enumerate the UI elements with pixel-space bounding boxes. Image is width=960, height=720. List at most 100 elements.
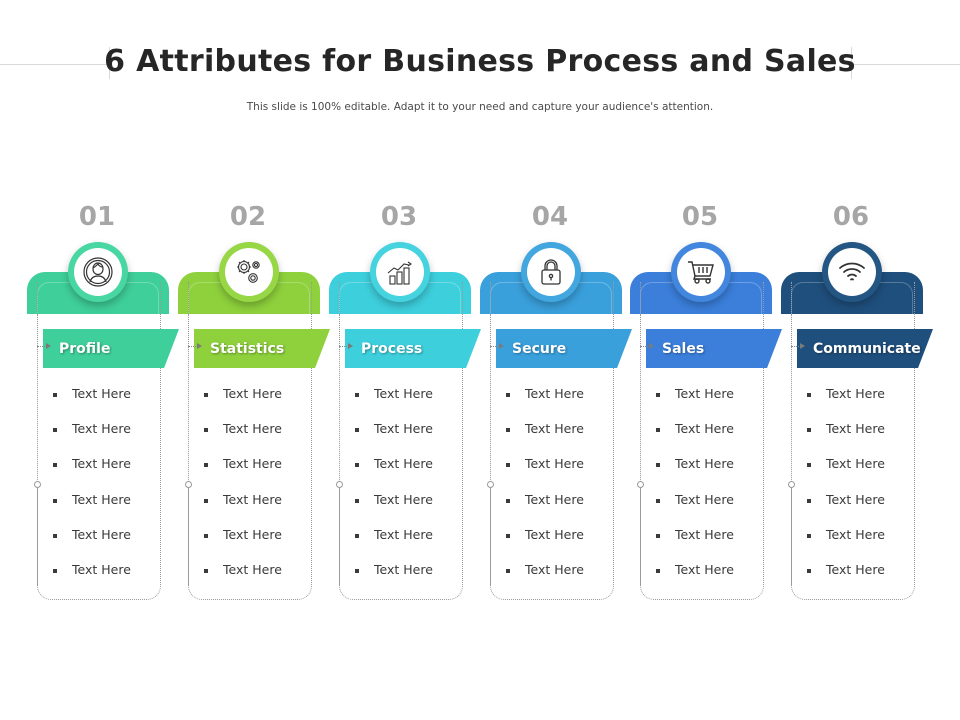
arrow-right-icon [649, 343, 654, 349]
label-banner: Sales [646, 329, 782, 368]
list-item-text: Text Here [374, 561, 433, 577]
bullet-icon [656, 393, 660, 397]
bullet-icon [53, 568, 57, 573]
bullet-icon [807, 533, 811, 538]
card-body-outline [640, 314, 764, 600]
bullet-icon [656, 498, 660, 503]
connector-line-solid [37, 486, 38, 586]
arrow-line [339, 346, 351, 347]
connector-node [185, 481, 192, 488]
bullet-icon [204, 393, 208, 397]
list-item: Text Here [656, 492, 734, 527]
connector-line [763, 282, 764, 314]
list-item: Text Here [506, 527, 584, 562]
list-item-text: Text Here [675, 456, 734, 472]
connector-node [788, 481, 795, 488]
list-item: Text Here [807, 456, 885, 491]
list-item-text: Text Here [223, 561, 282, 577]
list-item-text: Text Here [72, 456, 131, 472]
connector-line-solid [490, 486, 491, 586]
connector-line-solid [791, 486, 792, 586]
padlock-icon [527, 248, 575, 296]
list-item-text: Text Here [675, 526, 734, 542]
card-body-outline [188, 314, 312, 600]
bullet-icon [355, 498, 359, 503]
list-item: Text Here [506, 562, 584, 597]
step-number: 04 [531, 202, 569, 232]
list-item: Text Here [355, 492, 433, 527]
list-item-text: Text Here [72, 491, 131, 507]
growth-chart-icon [376, 248, 424, 296]
bullet-icon [204, 498, 208, 503]
bullet-icon [355, 568, 359, 573]
list-item: Text Here [506, 386, 584, 421]
bullet-icon [506, 428, 510, 433]
list-item-text: Text Here [525, 386, 584, 401]
list-item-text: Text Here [223, 421, 282, 437]
list-item-text: Text Here [525, 421, 584, 437]
bullet-icon [355, 463, 359, 468]
list-item-text: Text Here [374, 456, 433, 472]
list-item-text: Text Here [525, 491, 584, 507]
label-banner: Secure [496, 329, 632, 368]
arrow-line [640, 346, 652, 347]
attribute-label: Process [361, 340, 423, 357]
card-body-outline [490, 314, 614, 600]
list-item: Text Here [204, 421, 282, 456]
bullet-icon [355, 533, 359, 538]
list-item: Text Here [656, 421, 734, 456]
list-item: Text Here [53, 421, 131, 456]
connector-line-solid [188, 486, 189, 586]
bullet-icon [807, 463, 811, 468]
bullet-icon [204, 463, 208, 468]
step-number: 02 [229, 202, 267, 232]
list-item: Text Here [506, 456, 584, 491]
list-item: Text Here [53, 562, 131, 597]
bullet-icon [656, 428, 660, 433]
list-item: Text Here [807, 492, 885, 527]
list-item: Text Here [807, 421, 885, 456]
list-item-text: Text Here [72, 386, 131, 401]
arrow-line [188, 346, 200, 347]
bullet-icon [506, 533, 510, 538]
list-item-text: Text Here [72, 421, 131, 437]
connector-line-solid [640, 486, 641, 586]
icon-badge [822, 242, 882, 302]
bullet-icon [506, 393, 510, 397]
bullet-icon [506, 498, 510, 503]
icon-badge [68, 242, 128, 302]
list-item: Text Here [807, 386, 885, 421]
arrow-right-icon [197, 343, 202, 349]
list-item-text: Text Here [826, 456, 885, 472]
attribute-label: Profile [59, 340, 111, 357]
bullet-icon [53, 463, 57, 468]
connector-node [487, 481, 494, 488]
connector-line [311, 282, 312, 314]
page-subtitle: This slide is 100% editable. Adapt it to… [246, 101, 714, 113]
attribute-label: Secure [512, 340, 567, 357]
title-bracket-right [851, 47, 852, 79]
title-rule-right [852, 64, 960, 65]
icon-badge [671, 242, 731, 302]
list-item: Text Here [355, 527, 433, 562]
bullet-icon [807, 393, 811, 397]
bullet-icon [204, 568, 208, 573]
list-item-text: Text Here [826, 491, 885, 507]
bullet-icon [807, 428, 811, 433]
bullet-icon [355, 428, 359, 433]
list-item-text: Text Here [374, 491, 433, 507]
page-title: 6 Attributes for Business Process and Sa… [104, 44, 856, 79]
arrow-right-icon [46, 343, 51, 349]
list-item: Text Here [204, 527, 282, 562]
list-item: Text Here [53, 527, 131, 562]
icon-badge [219, 242, 279, 302]
connector-line [914, 282, 915, 314]
icon-badge [370, 242, 430, 302]
list-item-text: Text Here [675, 561, 734, 577]
